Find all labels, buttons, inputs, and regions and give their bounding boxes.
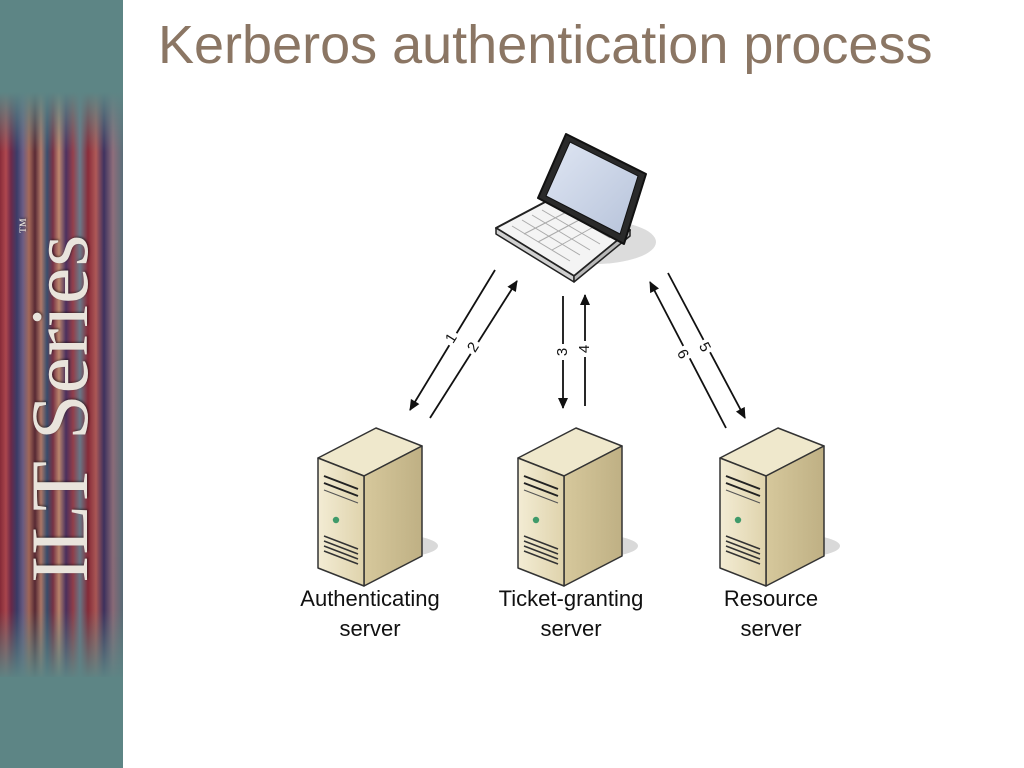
authenticating-server-icon xyxy=(317,427,439,587)
laptop-icon xyxy=(495,133,656,283)
step-label-4: 4 xyxy=(576,345,593,353)
ticket-granting-server-label-line1: Ticket-granting xyxy=(499,586,644,611)
slide-title: Kerberos authentication process xyxy=(158,15,933,75)
authenticating-server-label-line2: server xyxy=(339,616,400,641)
ticket-granting-server-label-line2: server xyxy=(540,616,601,641)
sidebar-band: ILT Series™ xyxy=(0,0,123,768)
step-label-3: 3 xyxy=(554,348,571,356)
resource-server-label-line2: server xyxy=(740,616,801,641)
resource-server-label-line1: Resource xyxy=(724,586,818,611)
ticket-granting-server-icon xyxy=(517,427,639,587)
authenticating-server-label-line1: Authenticating xyxy=(300,586,439,611)
film-strip-decoration xyxy=(0,92,123,677)
resource-server-icon xyxy=(719,427,841,587)
